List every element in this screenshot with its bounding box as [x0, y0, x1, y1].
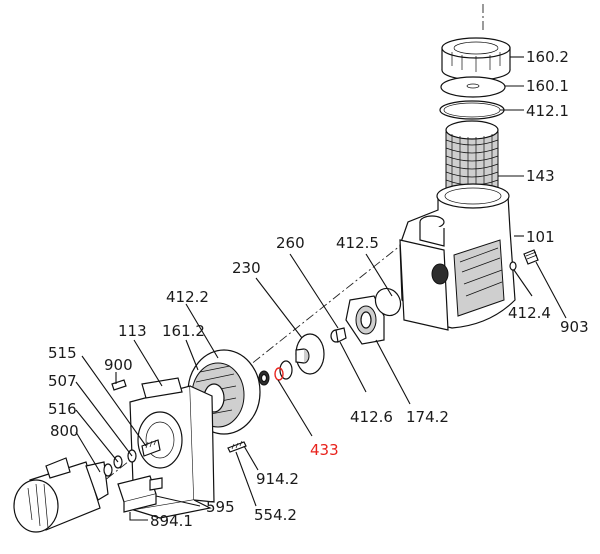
label-143: 143	[526, 167, 555, 185]
diffuser-o-ring	[374, 287, 402, 317]
pump-housing	[399, 183, 516, 331]
label-113: 113	[118, 322, 147, 340]
impeller	[295, 333, 325, 375]
label-412-2: 412.2	[166, 288, 209, 306]
label-894-1: 894.1	[150, 512, 193, 530]
label-507: 507	[48, 372, 77, 390]
motor-foot	[117, 475, 163, 513]
bracket-screw	[111, 379, 127, 391]
lid-o-ring	[439, 100, 505, 120]
motor	[13, 457, 113, 533]
label-101: 101	[526, 228, 555, 246]
strainer-cover	[440, 76, 506, 98]
label-260: 260	[276, 234, 305, 252]
label-160-2: 160.2	[526, 48, 569, 66]
label-412-5: 412.5	[336, 234, 379, 252]
housing-bolt	[227, 440, 247, 453]
shaft-nut	[141, 439, 161, 457]
label-914-2: 914.2	[256, 470, 299, 488]
strainer-lid	[441, 37, 511, 81]
label-515: 515	[48, 344, 77, 362]
shaft-sleeve	[330, 327, 347, 343]
label-230: 230	[232, 259, 261, 277]
label-412-4: 412.4	[508, 304, 551, 322]
label-160-1: 160.1	[526, 77, 569, 95]
label-900: 900	[104, 356, 133, 374]
label-174-2: 174.2	[406, 408, 449, 426]
diffuser	[345, 295, 385, 345]
label-554-2: 554.2	[254, 506, 297, 524]
label-412-1: 412.1	[526, 102, 569, 120]
label-800: 800	[50, 422, 79, 440]
leader-lines	[75, 56, 567, 521]
drain-plug	[509, 249, 539, 271]
label-161-2: 161.2	[162, 322, 205, 340]
label-903: 903	[560, 318, 589, 336]
mechanical-seal	[258, 360, 293, 386]
label-412-6: 412.6	[350, 408, 393, 426]
label-516: 516	[48, 400, 77, 418]
label-433: 433	[310, 441, 339, 459]
label-595: 595	[206, 498, 235, 516]
